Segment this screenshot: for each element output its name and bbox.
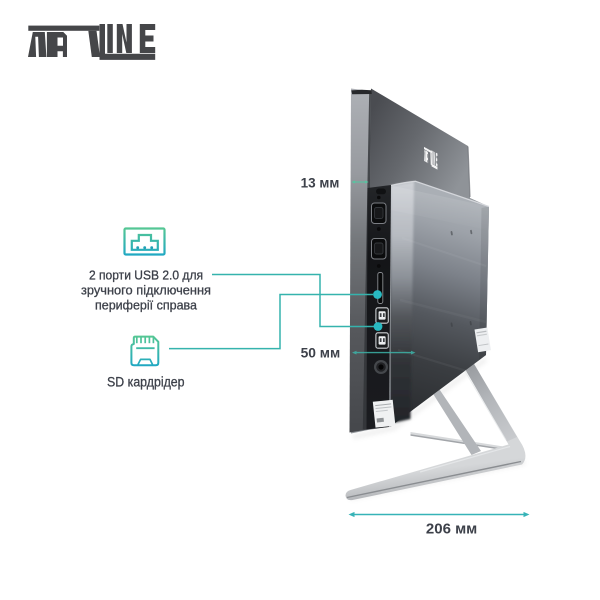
- svg-text:2 порти USB 2.0 для: 2 порти USB 2.0 для: [89, 268, 203, 283]
- svg-text:зручного підключення: зручного підключення: [81, 283, 211, 298]
- svg-text:206 мм: 206 мм: [426, 521, 477, 538]
- svg-text:SD кардрідер: SD кардрідер: [107, 375, 185, 390]
- svg-text:13 мм: 13 мм: [301, 176, 340, 191]
- svg-text:периферії справа: периферії справа: [95, 298, 198, 313]
- svg-text:50 мм: 50 мм: [301, 346, 341, 361]
